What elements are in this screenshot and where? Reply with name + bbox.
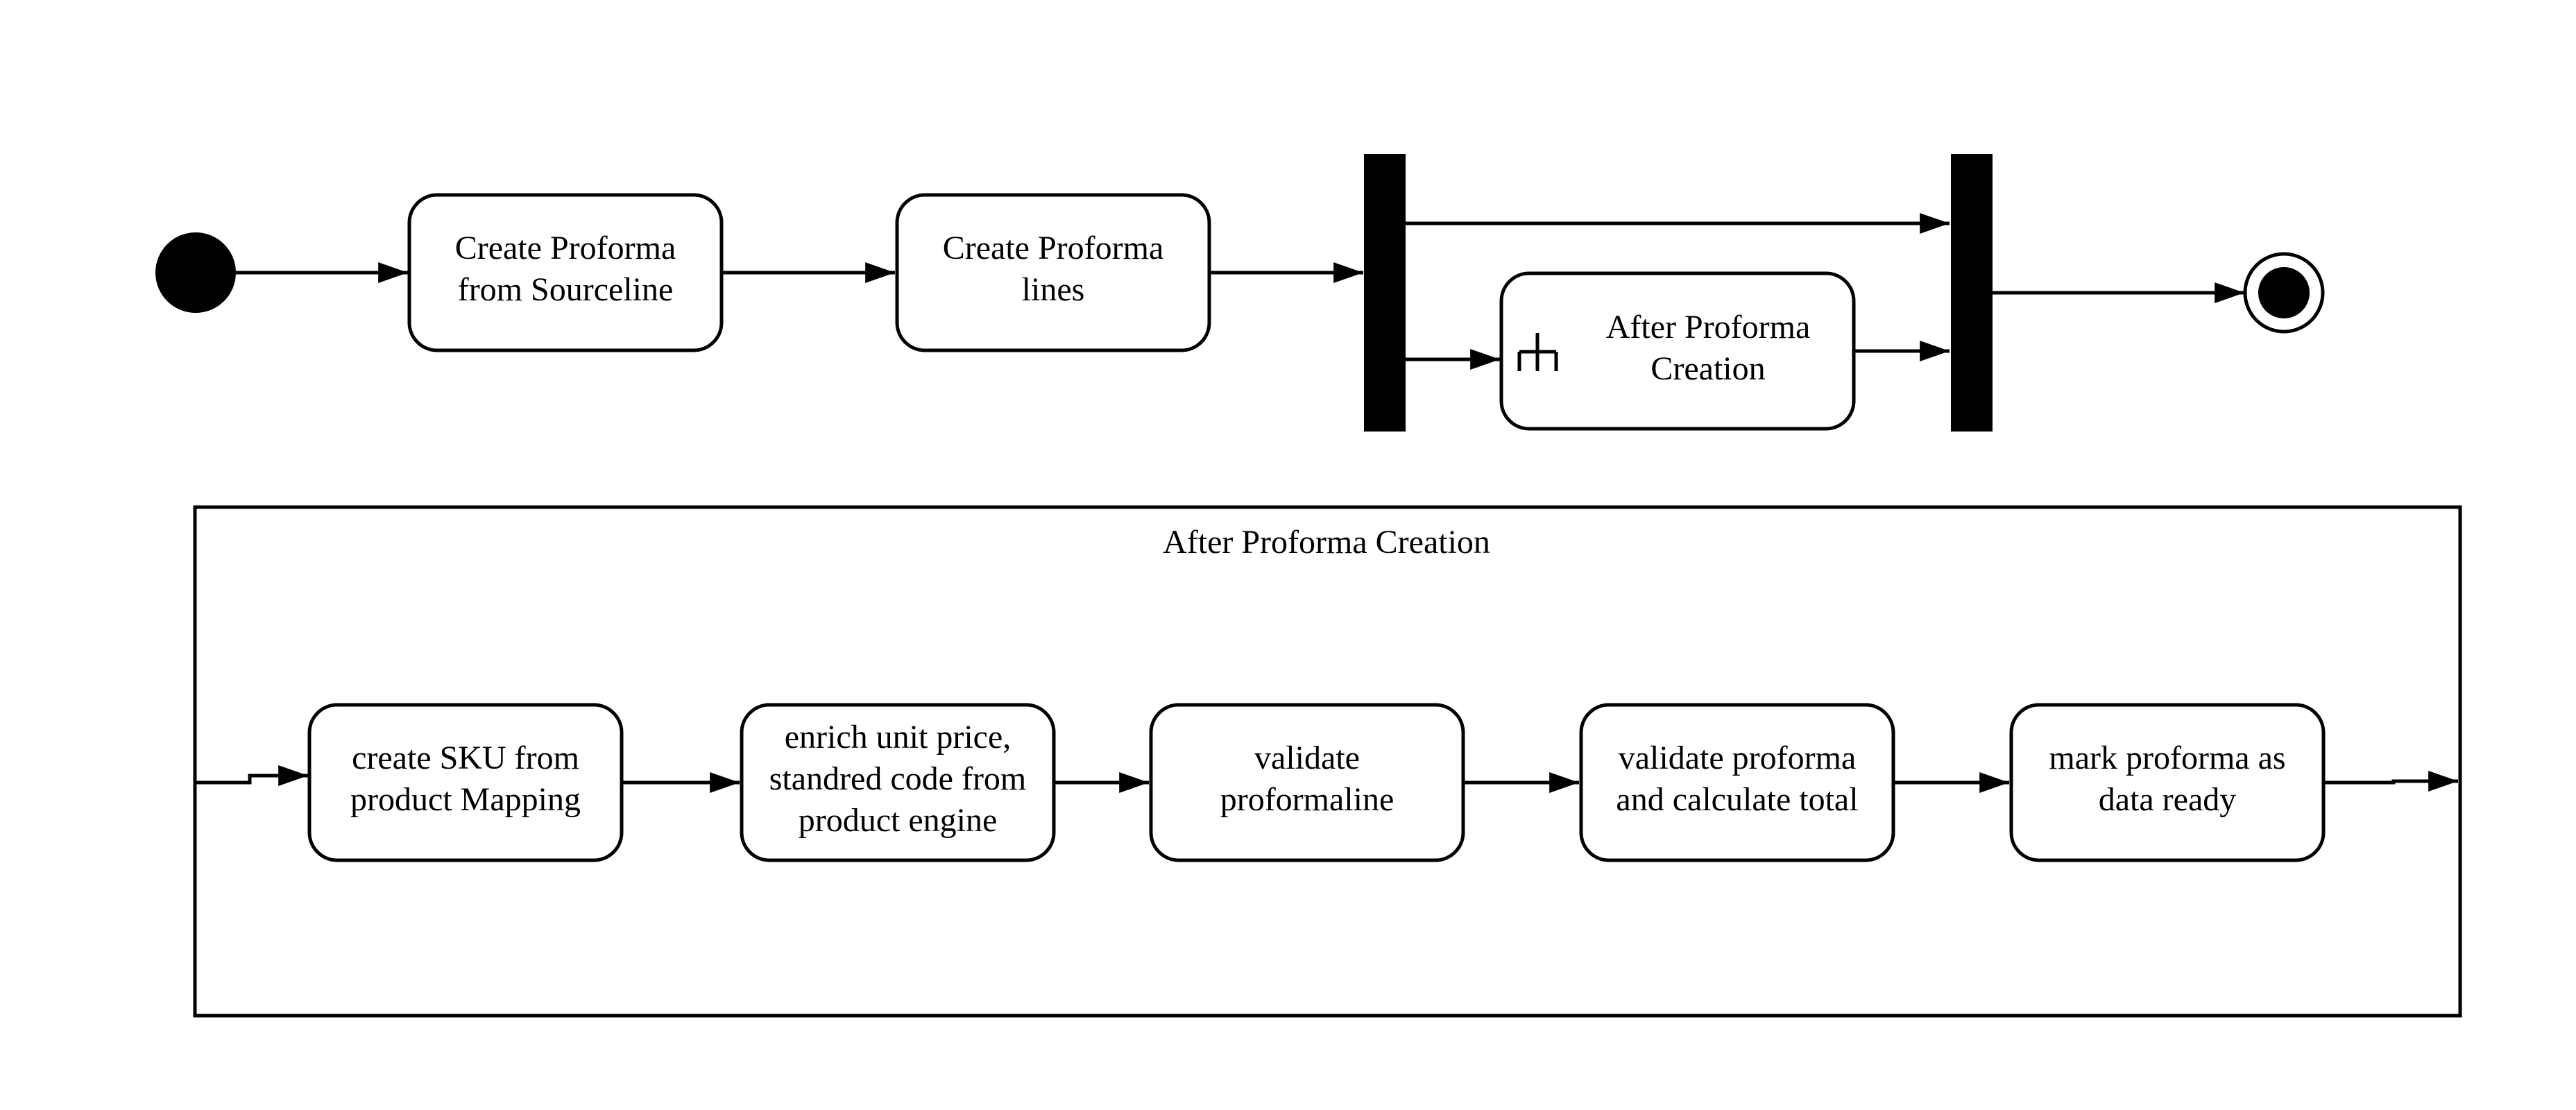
action-label-line: validate xyxy=(1254,740,1360,776)
action-after-proforma-creation-call: After Proforma Creation xyxy=(1499,271,1856,431)
action-label-line: lines xyxy=(1022,271,1085,308)
action-label-line: product Mapping xyxy=(350,781,581,818)
edge-frame-exit xyxy=(2323,771,2458,792)
action-create-proforma-lines: Create Proforma lines xyxy=(895,193,1211,352)
action-label-line: Create Proforma xyxy=(943,230,1164,266)
action-label-line: enrich unit price, xyxy=(785,719,1012,755)
action-label-line: validate proforma xyxy=(1619,740,1857,776)
action-label-line: and calculate total xyxy=(1616,781,1858,818)
rake-icon xyxy=(1517,333,1558,371)
action-enrich-unit-price: enrich unit price, standred code from pr… xyxy=(740,703,1056,862)
action-label-line: create SKU from xyxy=(352,740,579,776)
action-create-proforma-from-sourceline: Create Proforma from Sourceline xyxy=(407,193,724,352)
action-label-line: data ready xyxy=(2099,781,2237,818)
action-label-line: from Sourceline xyxy=(458,271,674,308)
subactivity-title: After Proforma Creation xyxy=(1163,524,1490,561)
initial-node xyxy=(155,232,236,313)
edge-frame-entry xyxy=(195,765,308,786)
action-label-line: standred code from xyxy=(769,760,1027,797)
action-validate-proforma-calculate-total: validate proforma and calculate total xyxy=(1579,703,1895,862)
join-bar xyxy=(1951,154,1993,432)
fork-bar xyxy=(1364,154,1406,432)
action-label-line: Create Proforma xyxy=(455,230,676,266)
action-validate-proformaline: validate proformaline xyxy=(1149,703,1465,862)
action-create-sku-from-product-mapping: create SKU from product Mapping xyxy=(307,703,624,862)
action-label-line: proformaline xyxy=(1220,781,1394,818)
action-label-line: After Proforma xyxy=(1606,309,1811,345)
action-label-line: mark proforma as xyxy=(2049,740,2285,776)
action-label-line: Creation xyxy=(1650,350,1765,387)
action-mark-proforma-data-ready: mark proforma as data ready xyxy=(2009,703,2326,862)
action-label-line: product engine xyxy=(799,802,998,839)
final-node xyxy=(2243,252,2325,334)
